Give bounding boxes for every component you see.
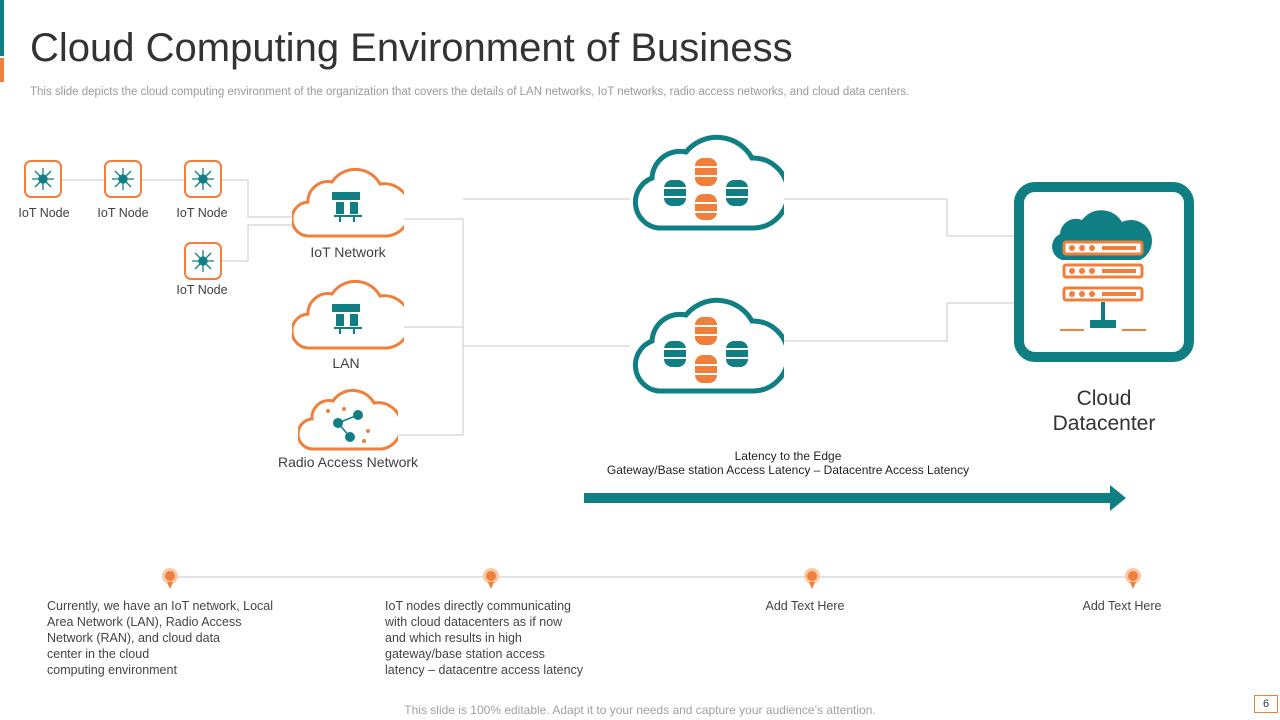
latency-arrow [584,485,1126,511]
iot-chip-icon [104,160,142,198]
timeline-pin-icon [804,568,820,589]
timeline-line: computing environment [47,663,177,677]
slide-subtitle: This slide depicts the cloud computing e… [30,86,910,98]
database-cloud-icon [632,134,791,231]
timeline-text-3: Add Text Here [745,598,865,614]
timeline-text-2: IoT nodes directly communicating with cl… [385,598,625,678]
iot-chip-icon [24,160,62,198]
timeline-line: Area Network (LAN), Radio Access [47,615,242,629]
latency-description: Gateway/Base station Access Latency – Da… [606,463,970,477]
iot-node-label: IoT Node [18,206,70,220]
datacenter-label-line2: Datacenter [1052,412,1156,435]
people-network-icon [296,388,403,451]
ran-label: Radio Access Network [277,454,419,470]
timeline-text-1: Currently, we have an IoT network, Local… [47,598,307,678]
timeline-pin-icon [1125,568,1141,589]
lan-label: LAN [332,355,360,371]
datacenter-label-line1: Cloud [1076,387,1132,410]
timeline-line: IoT nodes directly communicating [385,599,571,613]
latency-title: Latency to the Edge [734,449,842,463]
timeline-line: gateway/base station access [385,647,545,661]
timeline-line: latency – datacentre access latency [385,663,584,677]
iot-chip-icon [184,242,222,280]
iot-node-label: IoT Node [97,206,149,220]
iot-network-label: IoT Network [310,244,386,260]
timeline-line: with cloud datacenters as if now [385,615,563,629]
ran-cloud [296,383,403,458]
footer-note: This slide is 100% editable. Adapt it to… [404,703,876,717]
timeline-line: and which results in high [385,631,522,645]
page-number: 6 [1254,695,1278,713]
network-switch-icon [290,279,412,350]
iot-network-cloud [290,160,412,245]
iot-chip-icon [184,160,222,198]
database-cloud-icon [632,297,791,394]
iot-node-1 [24,160,62,203]
timeline-pin-icon [162,568,178,589]
timeline-line: Add Text Here [1082,599,1162,613]
server-cloud-icon [1014,182,1194,362]
timeline-line: Currently, we have an IoT network, Local [47,599,274,613]
timeline-line: center in the cloud [47,647,150,661]
accent-bar-teal [0,0,4,56]
database-cloud-top [628,122,791,239]
iot-node-2 [104,160,142,203]
timeline-line: Network (RAN), and cloud data [47,631,220,645]
network-switch-icon [290,167,412,238]
accent-bar-orange [0,58,4,82]
timeline-text-4: Add Text Here [1062,598,1182,614]
lan-cloud [290,272,412,357]
database-cloud-bottom [628,285,791,402]
iot-node-label: IoT Node [176,283,228,297]
timeline-line: Add Text Here [765,599,845,613]
iot-node-3 [184,160,222,203]
cloud-datacenter-box [1014,182,1194,367]
timeline-pin-icon [483,568,499,589]
slide-title: Cloud Computing Environment of Business [30,26,793,70]
iot-node-4 [184,242,222,285]
iot-node-label: IoT Node [176,206,228,220]
